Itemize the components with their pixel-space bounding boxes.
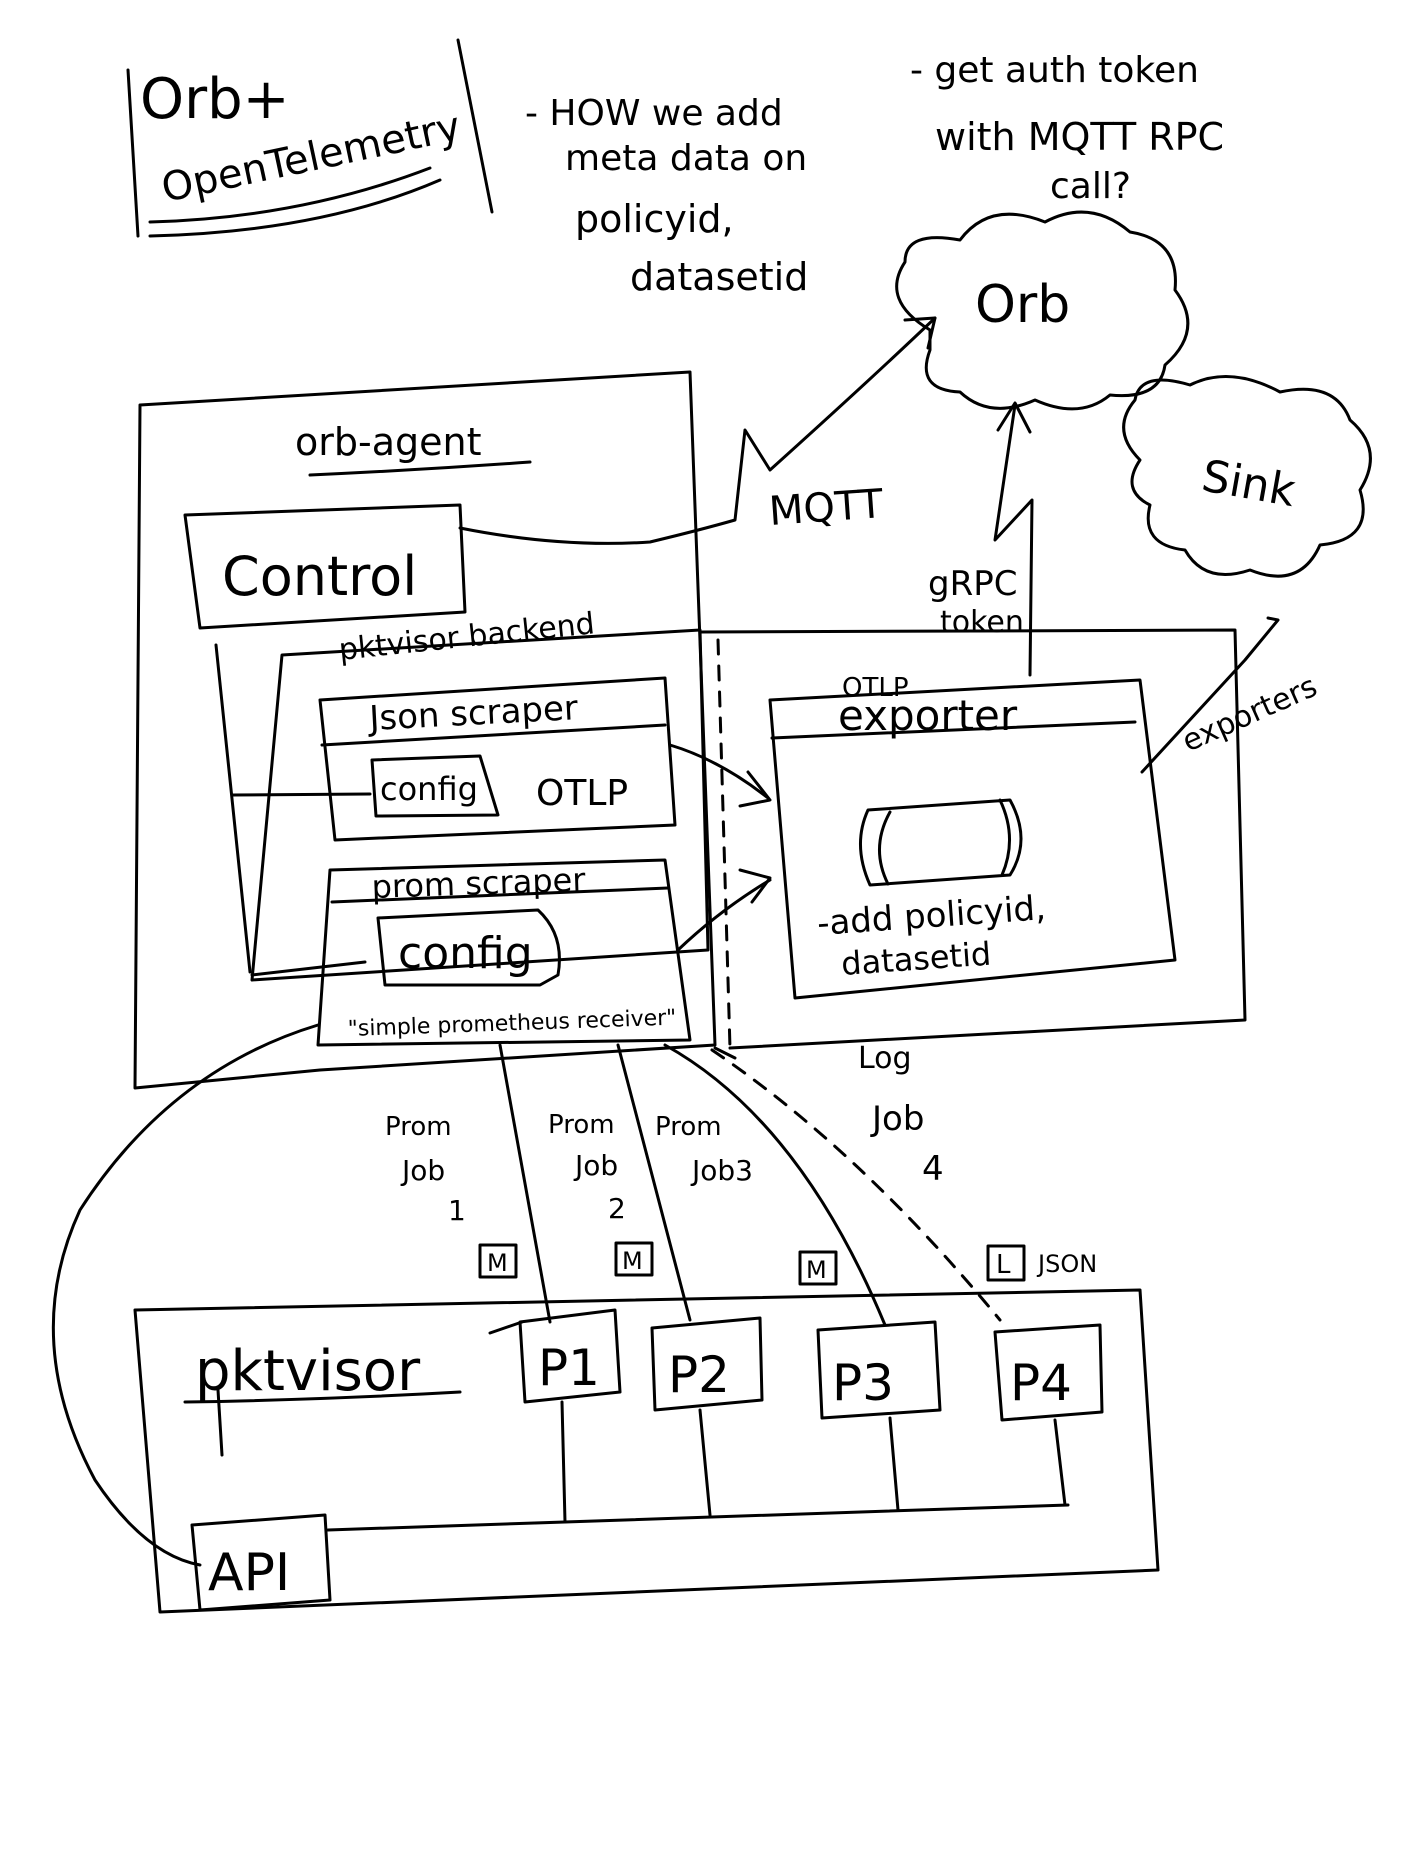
- api-bus-line: [326, 1503, 1070, 1532]
- json-scraper-otlp: OTLP: [536, 773, 628, 814]
- auth-note-line-2: with MQTT RPC: [935, 115, 1224, 159]
- metadata-note-line-1: - HOW we add: [525, 93, 783, 134]
- job-4-line-2: Job: [870, 1099, 924, 1139]
- job-3-line: [663, 1043, 887, 1327]
- metadata-note-line-2: meta data on: [565, 138, 807, 179]
- mqtt-label: MQTT: [767, 481, 885, 535]
- job-1-tag: M: [478, 1243, 518, 1279]
- policy-p1-label: P1: [538, 1339, 600, 1397]
- job-3-tag-label: M: [806, 1256, 827, 1284]
- job-1-line-3: 1: [448, 1194, 466, 1227]
- json-arrow-head: [738, 770, 772, 808]
- grpc-label: gRPC: [928, 564, 1017, 604]
- job-4-line-1: Log: [858, 1041, 912, 1076]
- otlp-note-line-2: datasetid: [840, 935, 992, 983]
- job-4-tag: L JSON: [986, 1244, 1097, 1282]
- job-2-tag-label: M: [622, 1247, 643, 1275]
- job-3-tag: M: [798, 1250, 838, 1286]
- policy-p3-label: P3: [832, 1354, 894, 1412]
- auth-note: - get auth token with MQTT RPC call?: [910, 50, 1224, 207]
- title-block: Orb+ OpenTelemetry: [126, 38, 494, 238]
- job-1-line-2: Job: [400, 1154, 445, 1187]
- otlp-note-line-1: -add policyid,: [816, 888, 1047, 944]
- otlp-exporter-title: exporter: [838, 691, 1018, 740]
- json-to-exporter-arrow: [668, 743, 770, 800]
- prom-scraper-title: prom scraper: [371, 861, 587, 906]
- p4-bus-line: [1053, 1418, 1067, 1507]
- exporters-link: exporters: [1140, 616, 1322, 774]
- orb-cloud: Orb: [895, 210, 1190, 411]
- job-3-line-1: Prom: [655, 1112, 722, 1142]
- title-line1: Orb+: [140, 67, 290, 132]
- auth-note-line-3: call?: [1050, 166, 1131, 207]
- json-scraper-box: Json scraper config OTLP: [318, 676, 677, 842]
- json-scraper-config: config: [380, 770, 478, 808]
- config-line-prom: [250, 960, 367, 977]
- config-line-json: [230, 792, 372, 797]
- policy-p3: P3: [816, 1320, 942, 1420]
- orb-agent-label: orb-agent: [295, 420, 481, 464]
- policy-p4-label: P4: [1010, 1354, 1072, 1412]
- policy-p4: P4: [993, 1323, 1104, 1422]
- pktvisor-label: pktvisor: [195, 1339, 421, 1404]
- otlp-small-label: OTLP: [842, 673, 909, 703]
- p2-bus-line: [698, 1408, 712, 1517]
- prom-scraper-note: "simple prometheus receiver": [347, 1006, 676, 1042]
- policy-p2-label: P2: [668, 1346, 730, 1404]
- prom-arrow-head: [738, 868, 772, 904]
- token-label: token: [940, 605, 1024, 640]
- sink-cloud-label: Sink: [1198, 451, 1299, 518]
- queue-cylinder: [858, 798, 1023, 887]
- job-3: Prom Job3: [655, 1112, 753, 1187]
- prom-scraper-config: config: [398, 928, 533, 979]
- orb-agent-box: orb-agent: [133, 370, 717, 1090]
- metadata-note: - HOW we add meta data on policyid, data…: [525, 93, 808, 299]
- prom-scraper-box: prom scraper config "simple prometheus r…: [316, 858, 692, 1047]
- job-3-line-2: Job3: [690, 1154, 753, 1187]
- job-2-line-2: Job: [573, 1149, 618, 1182]
- job-2-line-3: 2: [608, 1192, 626, 1225]
- grpc-link: gRPC token: [928, 401, 1034, 677]
- p3-bus-line: [888, 1416, 900, 1512]
- job-1: Prom Job 1: [385, 1112, 466, 1227]
- pktvisor-backend-label: pktvisor backend: [337, 606, 596, 668]
- job-1-line-1: Prom: [385, 1112, 452, 1142]
- otlp-exporter-box: OTLP exporter -add policyid, datasetid: [768, 673, 1177, 1000]
- api-label: API: [208, 1543, 290, 1603]
- job-2-tag: M: [614, 1241, 654, 1277]
- job-1-tag-label: M: [487, 1249, 508, 1277]
- dashed-divider: [716, 638, 732, 1050]
- policy-p2: P2: [650, 1316, 764, 1412]
- metadata-note-line-3: policyid,: [575, 197, 734, 241]
- job-4-tag-label: L: [996, 1250, 1011, 1280]
- job-2-line: [616, 1043, 692, 1322]
- job-4: Log Job 4: [858, 1041, 944, 1189]
- auth-note-line-1: - get auth token: [910, 50, 1199, 91]
- prom-to-api-curve: [51, 1023, 320, 1567]
- otlp-outer-box: [698, 628, 1247, 1050]
- policy-p1: P1: [488, 1308, 622, 1404]
- job-1-line: [498, 1043, 552, 1324]
- exporters-label: exporters: [1177, 669, 1322, 759]
- control-label: Control: [222, 545, 417, 608]
- job-4-tag-note: JSON: [1036, 1250, 1097, 1278]
- sink-cloud: Sink: [1122, 375, 1372, 578]
- pktvisor-box: pktvisor: [133, 1288, 1160, 1614]
- mqtt-link: MQTT: [458, 316, 937, 545]
- prom-to-exporter-arrow: [676, 878, 772, 952]
- orb-cloud-label: Orb: [975, 275, 1070, 335]
- api-box: API: [190, 1513, 332, 1612]
- agent-inner-line: [214, 643, 252, 974]
- job-4-line: [710, 1048, 1002, 1322]
- backend-bottom-line: [713, 1046, 737, 1060]
- metadata-note-line-4: datasetid: [630, 255, 808, 299]
- job-2-line-1: Prom: [548, 1110, 615, 1140]
- job-2: Prom Job 2: [548, 1110, 626, 1225]
- control-box: Control: [183, 503, 467, 630]
- p1-bus-line: [560, 1400, 567, 1524]
- job-4-line-3: 4: [922, 1149, 944, 1189]
